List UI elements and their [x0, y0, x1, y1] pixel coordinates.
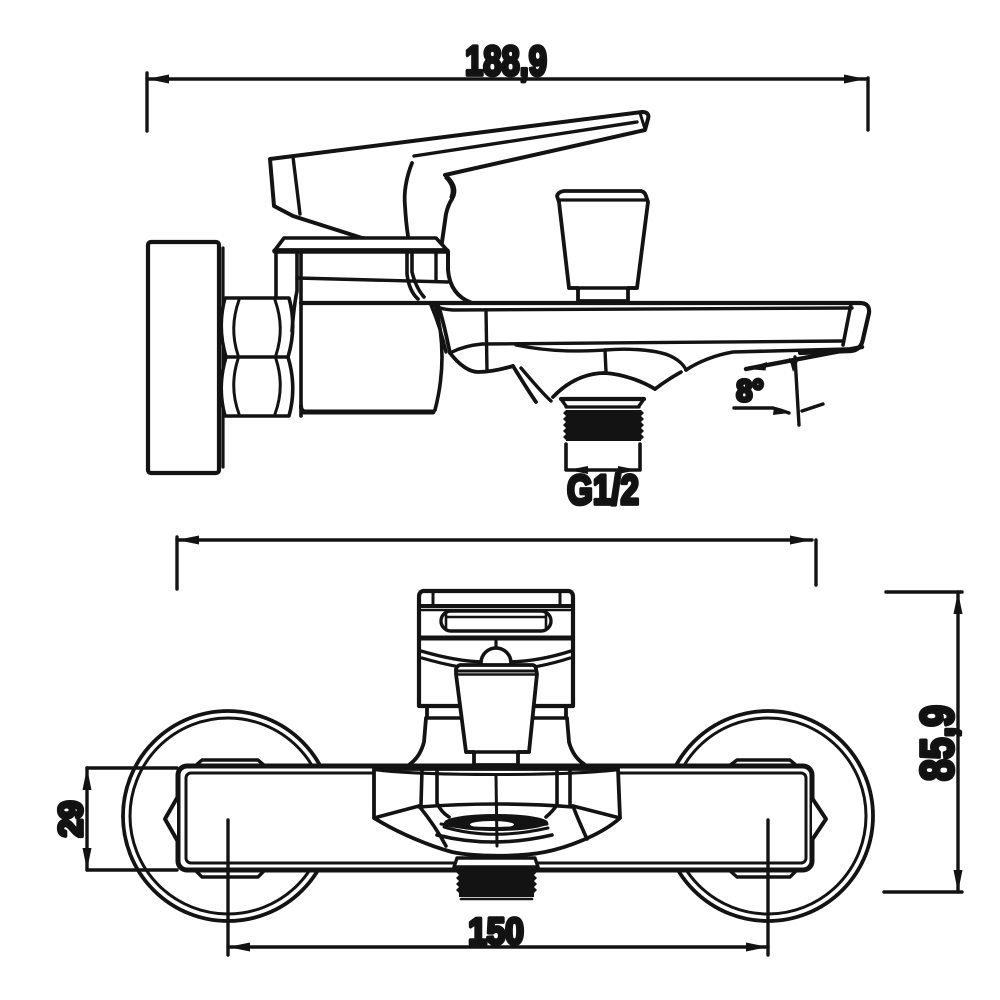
- svg-text:188,9: 188,9: [465, 37, 547, 84]
- svg-text:8°: 8°: [736, 374, 763, 408]
- svg-text:G1/2: G1/2: [567, 467, 639, 514]
- svg-text:85,9: 85,9: [912, 705, 964, 781]
- svg-text:150: 150: [468, 911, 524, 952]
- svg-text:29: 29: [52, 801, 89, 838]
